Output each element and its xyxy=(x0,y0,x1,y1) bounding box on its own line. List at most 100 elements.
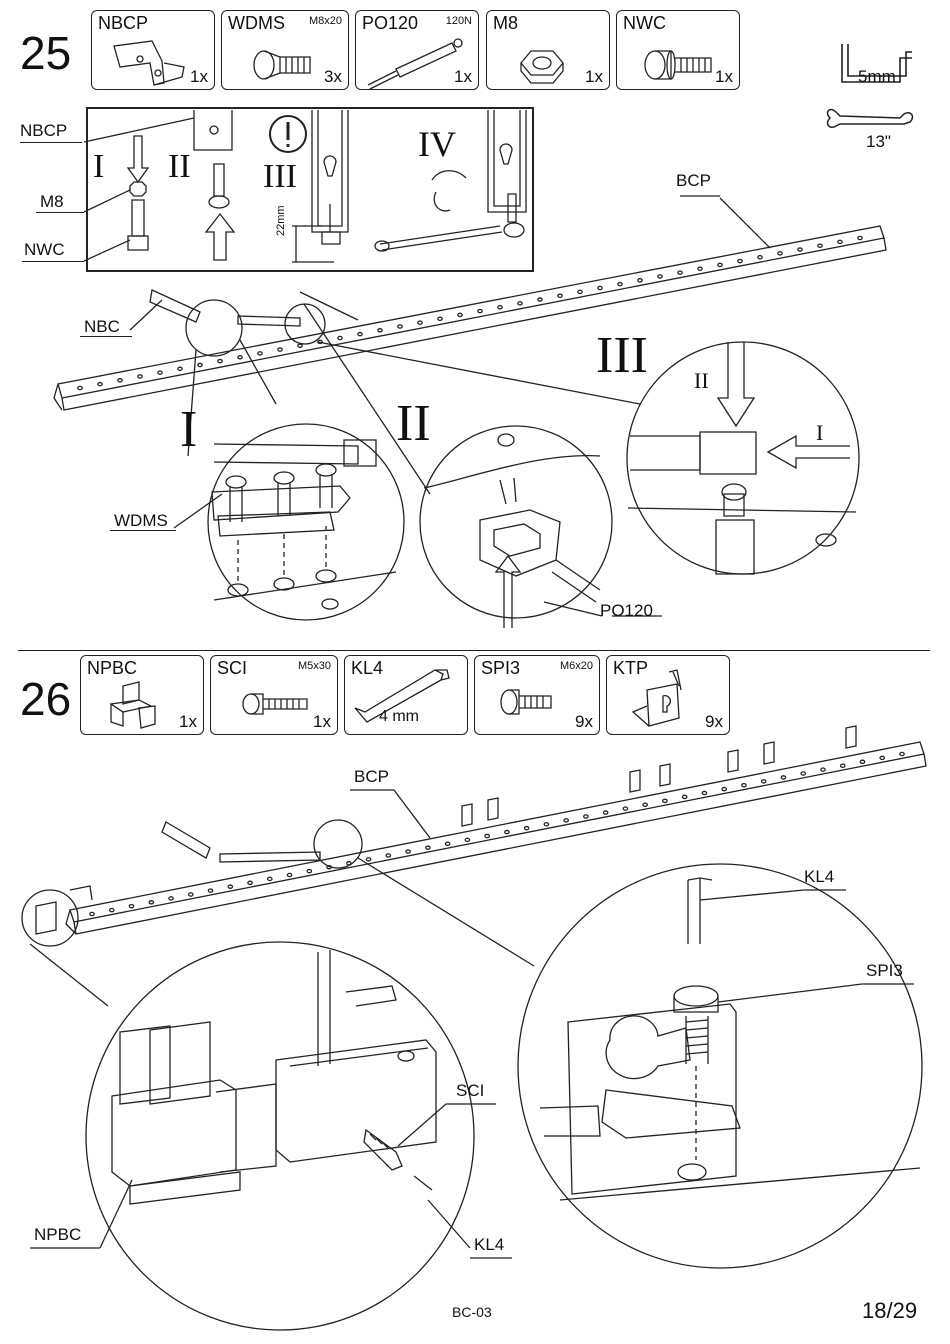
bracket-plate-icon xyxy=(607,656,731,736)
rail-hole xyxy=(478,309,482,312)
rail-hole xyxy=(860,760,864,763)
rail-hole xyxy=(445,842,449,845)
rail-hole xyxy=(149,901,153,904)
callout-po120: PO120 xyxy=(600,602,653,619)
rail-hole xyxy=(208,889,212,892)
rail-hole xyxy=(258,352,262,355)
callout-kl4-top: KL4 xyxy=(804,868,834,885)
rail-hole xyxy=(603,811,607,814)
detail-step-i: I xyxy=(93,150,104,184)
dimension-label: 22mm xyxy=(275,205,287,236)
rail-hole xyxy=(366,858,370,861)
callout-sci: SCI xyxy=(456,1082,484,1099)
rail-hole xyxy=(218,359,222,362)
rail-hole xyxy=(762,780,766,783)
rail-hole xyxy=(318,340,322,343)
rail-hole xyxy=(738,259,742,262)
part-card-nwc: NWC 1x xyxy=(616,10,740,90)
rail-hole xyxy=(426,846,430,849)
rail-hole xyxy=(228,885,232,888)
part-card-npbc: NPBC 1x xyxy=(80,655,204,735)
rail-hole xyxy=(818,244,822,247)
rail-hole xyxy=(327,866,331,869)
rail-hole xyxy=(298,344,302,347)
step-divider xyxy=(18,650,930,651)
hex-nut-icon xyxy=(487,11,611,91)
rail-hole xyxy=(465,838,469,841)
callout-underline xyxy=(110,530,176,531)
zoom-sub-label-ii: II xyxy=(694,370,709,392)
rail-hole xyxy=(578,290,582,293)
rail-hole xyxy=(268,877,272,880)
rail-hole xyxy=(798,248,802,251)
rail-hole xyxy=(138,375,142,378)
zoom-label-ii: II xyxy=(396,398,431,450)
rail-hole xyxy=(841,764,845,767)
callout-npbc: NPBC xyxy=(34,1226,81,1243)
callout-nbcp: NBCP xyxy=(20,122,67,139)
rail-hole xyxy=(663,799,667,802)
callout-underline xyxy=(22,261,84,262)
rail-hole xyxy=(598,286,602,289)
rail-hole xyxy=(643,803,647,806)
cylinder-head-screw-icon xyxy=(617,11,741,91)
rail-hole xyxy=(678,271,682,274)
callout-underline xyxy=(36,212,84,213)
rail-hole xyxy=(722,788,726,791)
callout-nwc: NWC xyxy=(24,241,65,258)
callout-nbc: NBC xyxy=(84,318,120,335)
rail-hole xyxy=(198,363,202,366)
rail-hole xyxy=(682,795,686,798)
corner-connector-icon xyxy=(81,656,205,736)
rail-hole xyxy=(781,776,785,779)
countersunk-screw-icon xyxy=(222,11,350,91)
rail-hole xyxy=(278,348,282,351)
rail-hole xyxy=(98,383,102,386)
rail-hole xyxy=(638,279,642,282)
callout-spi3: SPI3 xyxy=(866,962,903,979)
rail-hole xyxy=(189,893,193,896)
part-card-kl4: KL4 4 mm xyxy=(344,655,468,735)
step-number-26: 26 xyxy=(20,676,71,722)
zoom-label-iii: III xyxy=(596,330,648,382)
rail-hole xyxy=(178,367,182,370)
step25-detail-box xyxy=(86,107,534,272)
callout-m8: M8 xyxy=(40,193,64,210)
zoom-sub-label-i: I xyxy=(816,422,823,444)
rail-hole xyxy=(702,791,706,794)
rail-hole xyxy=(518,302,522,305)
rail-hole xyxy=(718,263,722,266)
allen-key-icon xyxy=(345,656,469,736)
callout-kl4-bottom: KL4 xyxy=(474,1236,504,1253)
rail-hole xyxy=(118,379,122,382)
detail-step-ii: II xyxy=(168,150,191,184)
rail-hole xyxy=(524,827,528,830)
rail-hole xyxy=(438,317,442,320)
rail-hole xyxy=(307,869,311,872)
rail-hole xyxy=(821,768,825,771)
rail-hole xyxy=(485,834,489,837)
rail-hole xyxy=(498,306,502,309)
rail-hole xyxy=(778,252,782,255)
rail-hole xyxy=(386,854,390,857)
page-number: 18/29 xyxy=(862,1298,917,1324)
callout-wdms: WDMS xyxy=(114,512,168,529)
rail-hole xyxy=(505,830,509,833)
step-number-25: 25 xyxy=(20,30,71,76)
rail-hole xyxy=(110,908,114,911)
part-card-nbcp: NBCP 1x xyxy=(91,10,215,90)
wrench-icon xyxy=(828,110,913,128)
rail-hole xyxy=(558,294,562,297)
zoom-label-i: I xyxy=(180,404,197,456)
rail-hole xyxy=(544,823,548,826)
rail-hole xyxy=(838,240,842,243)
callout-bcp: BCP xyxy=(354,768,389,785)
rail-hole xyxy=(90,912,94,915)
nbcp-bracket-icon xyxy=(92,11,216,91)
rail-hole xyxy=(623,807,627,810)
part-card-m8: M8 1x xyxy=(486,10,610,90)
rail-hole xyxy=(458,313,462,316)
screw-icon xyxy=(211,656,339,736)
detail-step-iii: III xyxy=(263,160,297,194)
screw-icon xyxy=(475,656,601,736)
